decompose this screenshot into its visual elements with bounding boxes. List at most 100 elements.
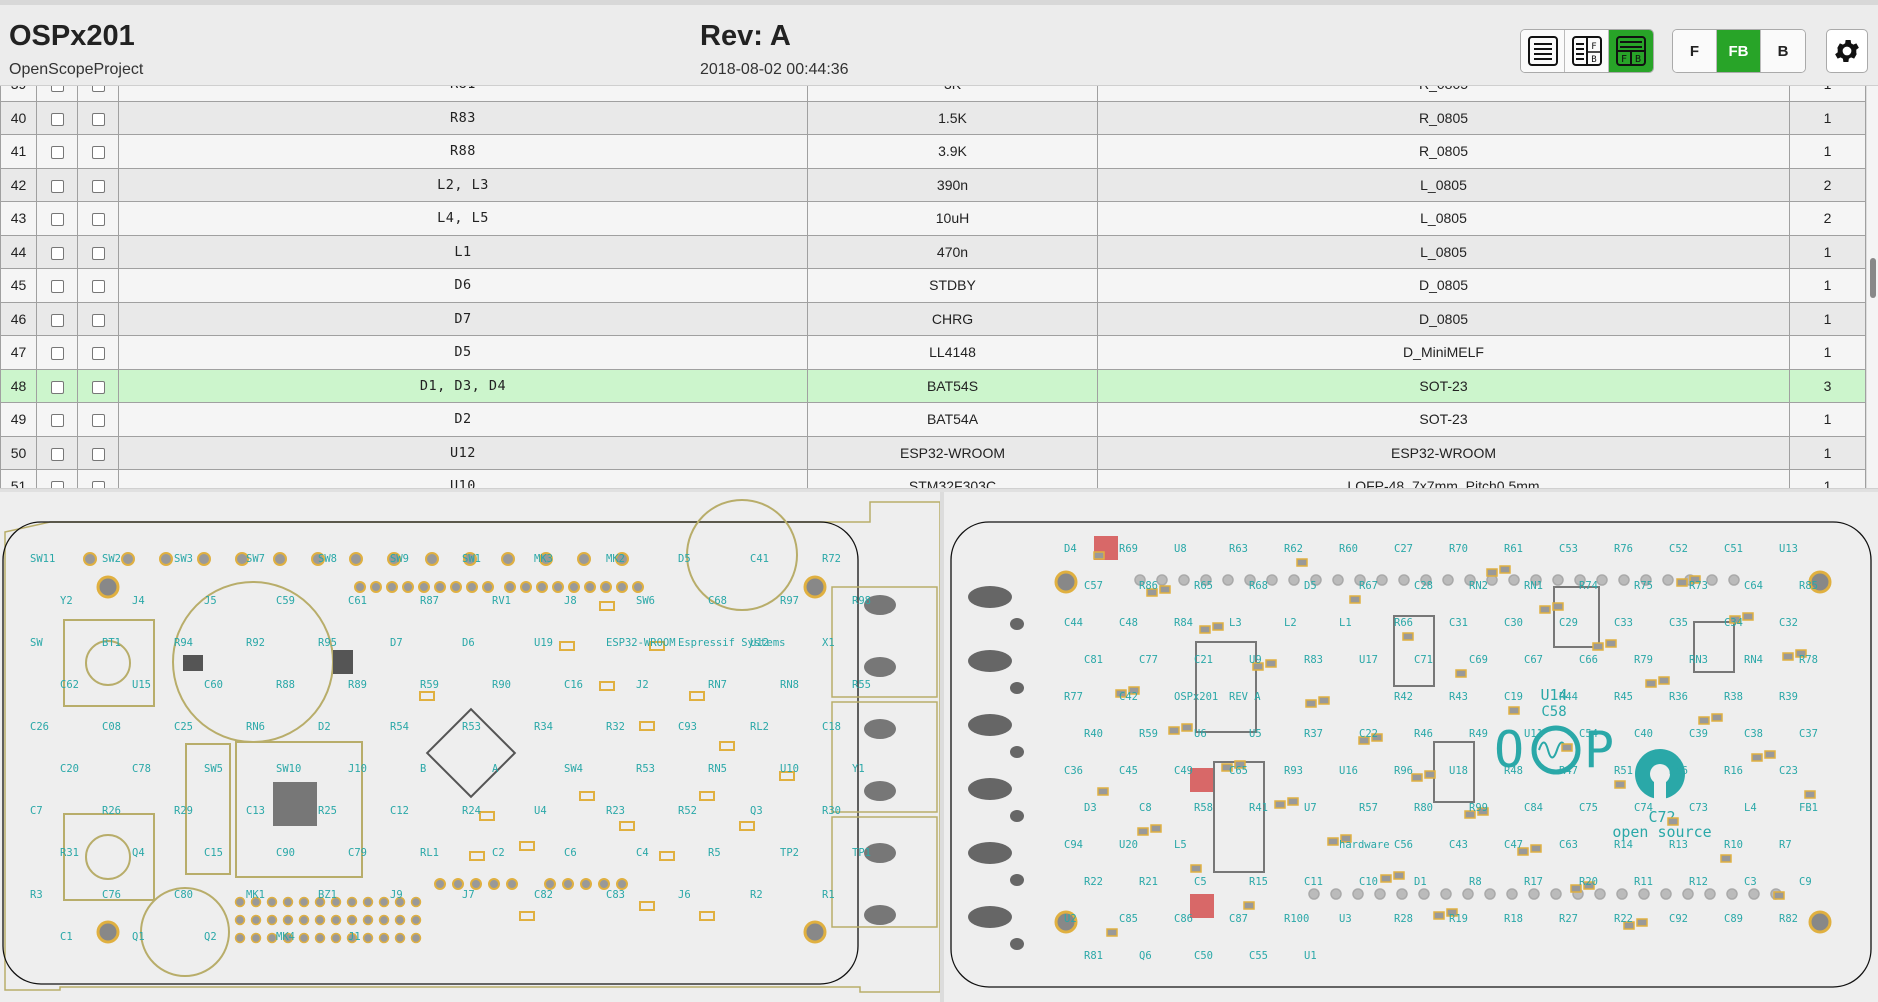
sourced-checkbox[interactable] [91,179,105,193]
sourced-checkbox-cell [77,435,119,470]
back-silk-label: R28 [1394,913,1413,925]
front-smd [719,741,735,751]
horizontal-splitter[interactable] [0,488,1878,492]
settings-button[interactable] [1826,29,1868,73]
back-pad [1574,574,1586,586]
placed-checkbox[interactable] [50,380,64,394]
scrollbar-thumb[interactable] [1870,258,1876,298]
front-pad [539,552,553,566]
back-silk-label: U9 [1249,654,1262,666]
sw6-outline [63,619,155,707]
quantity-cell: 1 [1789,100,1866,135]
back-silk-label: R57 [1359,802,1378,814]
placed-checkbox[interactable] [50,414,64,428]
back-smd [1711,713,1723,722]
back-silk-label: C69 [1469,654,1488,666]
back-connector-pad [968,906,1012,928]
quantity-cell: 1 [1789,402,1866,437]
sourced-checkbox[interactable] [91,86,105,93]
back-smd [1358,736,1370,745]
back-smd [1658,676,1670,685]
back-silk-label: C19 [1504,691,1523,703]
both-sides-button[interactable]: FB [1717,30,1761,72]
bom-top-button[interactable]: F B [1609,30,1653,72]
front-smd [419,691,435,701]
front-side-button[interactable]: F [1673,30,1717,72]
placed-checkbox[interactable] [50,86,64,93]
quantity-cell: 2 [1789,201,1866,236]
sourced-checkbox[interactable] [91,380,105,394]
back-silk-label: R56 [1669,765,1688,777]
bom-only-button[interactable] [1521,30,1565,72]
back-side-button[interactable]: B [1761,30,1805,72]
front-silk-label: R72 [822,553,841,565]
sourced-checkbox[interactable] [91,280,105,294]
back-silk-label: R61 [1504,543,1523,555]
sourced-checkbox[interactable] [91,447,105,461]
placed-checkbox[interactable] [50,280,64,294]
back-smd [1424,770,1436,779]
sourced-checkbox[interactable] [91,347,105,361]
back-smd [1751,753,1763,762]
esp32-center-pad [273,782,317,826]
sourced-checkbox[interactable] [91,414,105,428]
back-silk-label: C22 [1359,728,1378,740]
front-silk-label: C76 [102,889,121,901]
sourced-checkbox[interactable] [91,213,105,227]
front-smd [469,851,485,861]
placed-checkbox[interactable] [50,179,64,193]
front-connector-pad [864,905,896,925]
back-silk-label: R74 [1579,580,1598,592]
placed-checkbox[interactable] [50,313,64,327]
bom-scrollbar[interactable] [1866,86,1878,488]
back-silk-label: C89 [1724,913,1743,925]
placed-checkbox[interactable] [50,347,64,361]
back-silk-label: C74 [1634,802,1653,814]
back-pad [1266,574,1278,586]
front-connector-pad [864,843,896,863]
front-smd [779,771,795,781]
sourced-checkbox[interactable] [91,313,105,327]
back-smd [1486,568,1498,577]
back-pad [1640,574,1652,586]
placed-checkbox[interactable] [50,447,64,461]
sourced-checkbox[interactable] [91,146,105,160]
sourced-checkbox[interactable] [91,481,105,488]
vertical-splitter[interactable] [940,492,944,1002]
back-silk-label: U2 [1064,913,1077,925]
placed-checkbox[interactable] [50,481,64,488]
bom-table-container[interactable]: 39R813KR_0805140R831.5KR_0805141R883.9KR… [0,86,1878,488]
back-smd [1764,750,1776,759]
back-pad [1728,574,1740,586]
front-pad [330,914,342,926]
bom-left-button[interactable]: F B [1565,30,1609,72]
bom-top-icon: F B [1616,36,1646,66]
placed-checkbox[interactable] [50,112,64,126]
front-silk-label: C41 [750,553,769,565]
front-pad [520,581,532,593]
side-button-group: F FB B [1672,29,1806,73]
back-connector-pad [1010,874,1024,886]
front-connector-pad [864,719,896,739]
placed-checkbox[interactable] [50,213,64,227]
sourced-checkbox[interactable] [91,112,105,126]
placed-checkbox[interactable] [50,246,64,260]
placed-checkbox[interactable] [50,146,64,160]
svg-text:F: F [1621,54,1627,65]
sourced-checkbox[interactable] [91,246,105,260]
